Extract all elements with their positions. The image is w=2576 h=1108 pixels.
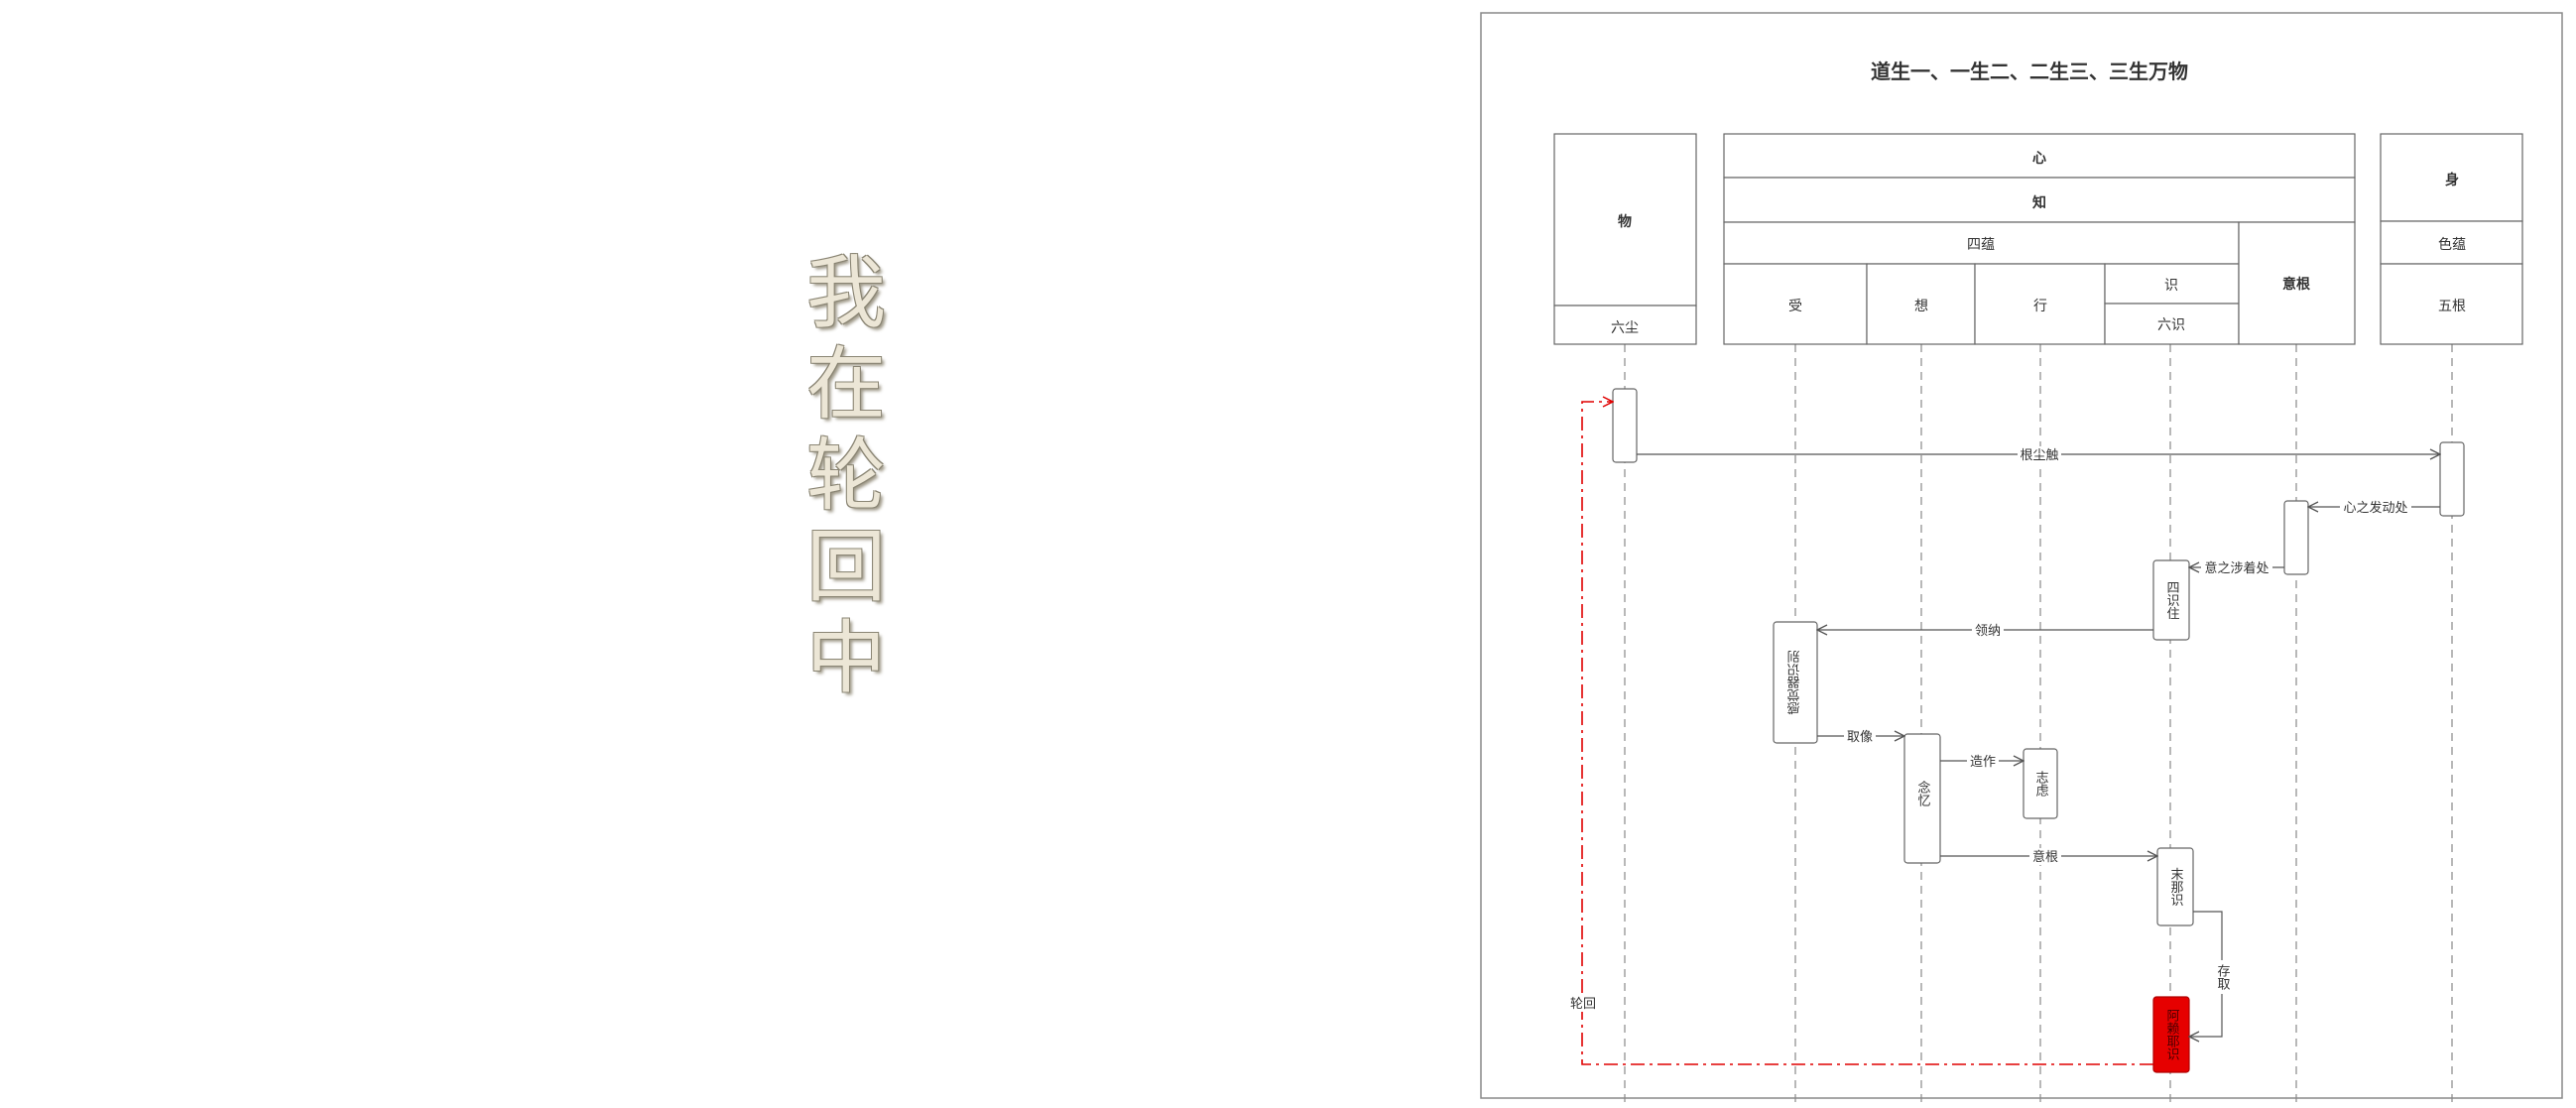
participant-shou-label: 受: [1788, 299, 1802, 314]
participant-liuchen: [1553, 305, 1697, 345]
diagram-title: 道生一、一生二、二生三、三生万物: [1871, 60, 2188, 83]
message-lingna-label: 领纳: [1975, 624, 2001, 639]
message-xinzhifadongchu-label: 心之发动处: [2343, 500, 2407, 516]
activation-shou: [1773, 621, 1818, 744]
vertical-title-char: 轮: [806, 430, 886, 522]
vertical-title-char: 回: [806, 521, 886, 613]
message-genchenchu-label: 根尘触: [2020, 448, 2058, 463]
activation-monashi: [2156, 847, 2194, 926]
participant-wugen: [2380, 263, 2523, 345]
participant-xing: [1974, 263, 2106, 345]
activation-wu: [1612, 388, 1638, 463]
vertical-title-char: 中: [806, 612, 886, 704]
vertical-title-char: 我: [806, 247, 886, 339]
participant-xing-label: 行: [2033, 299, 2047, 314]
participant-shi-label: 识: [2164, 278, 2178, 294]
participant-zhi-label: 知: [2032, 194, 2046, 211]
participant-wu-label: 物: [1618, 213, 1632, 230]
participant-liuchen-label: 六尘: [1611, 320, 1639, 336]
message-yigen-label: 意根: [2032, 849, 2058, 865]
participant-siyun-label: 四蕴: [1967, 237, 1995, 253]
participant-xin: [1723, 133, 2356, 179]
activation-xiang: [1903, 733, 1941, 864]
activation-xing: [2023, 748, 2058, 819]
activation-shi: [2152, 559, 2190, 641]
participant-shen: [2380, 133, 2523, 222]
participant-liushi-label: 六识: [2157, 317, 2185, 333]
message-yizhishezhuochu-label: 意之涉着处: [2204, 560, 2269, 576]
loop-lunhui-arrow: [1581, 402, 2153, 1065]
participant-shi: [2104, 263, 2240, 305]
participant-shen-label: 身: [2445, 172, 2459, 188]
activation-zhilv-label: 志虑: [2033, 771, 2049, 797]
participant-wu: [1553, 133, 1697, 307]
activation-monashi-label: 末那识: [2168, 868, 2184, 907]
participant-seyun-label: 色蕴: [2438, 236, 2466, 253]
vertical-title: 我 在 轮 回 中: [801, 248, 891, 704]
message-quxiang-label: 取像: [1847, 730, 1873, 745]
activation-alaiye-label: 阿赖耶识: [2164, 1009, 2180, 1060]
activation-sishizhu-label: 四识住: [2164, 581, 2180, 620]
activation-shou-label: 感觉器识别: [1787, 649, 1803, 715]
participant-xiang-label: 想: [1914, 299, 1928, 314]
participant-yigen: [2238, 221, 2356, 345]
participant-zhi: [1723, 177, 2356, 223]
vertical-title-char: 在: [806, 338, 886, 431]
message-zaozuo-label: 造作: [1970, 755, 1996, 770]
participant-seyun: [2380, 220, 2523, 265]
participant-shou: [1723, 263, 1868, 345]
participant-xiang: [1866, 263, 1976, 345]
activation-yigen: [2283, 500, 2309, 575]
activation-nianyi-label: 念忆: [1915, 780, 1931, 806]
participant-liushi: [2104, 303, 2240, 345]
participant-yigen-label: 意根: [2282, 276, 2311, 293]
participant-xin-label: 心: [2032, 151, 2046, 167]
participant-wugen-label: 五根: [2438, 299, 2466, 314]
loop-lunhui-label: 轮回: [1570, 997, 1596, 1012]
activation-shen: [2439, 441, 2465, 517]
message-cunqu-label: 存取: [2215, 964, 2231, 990]
